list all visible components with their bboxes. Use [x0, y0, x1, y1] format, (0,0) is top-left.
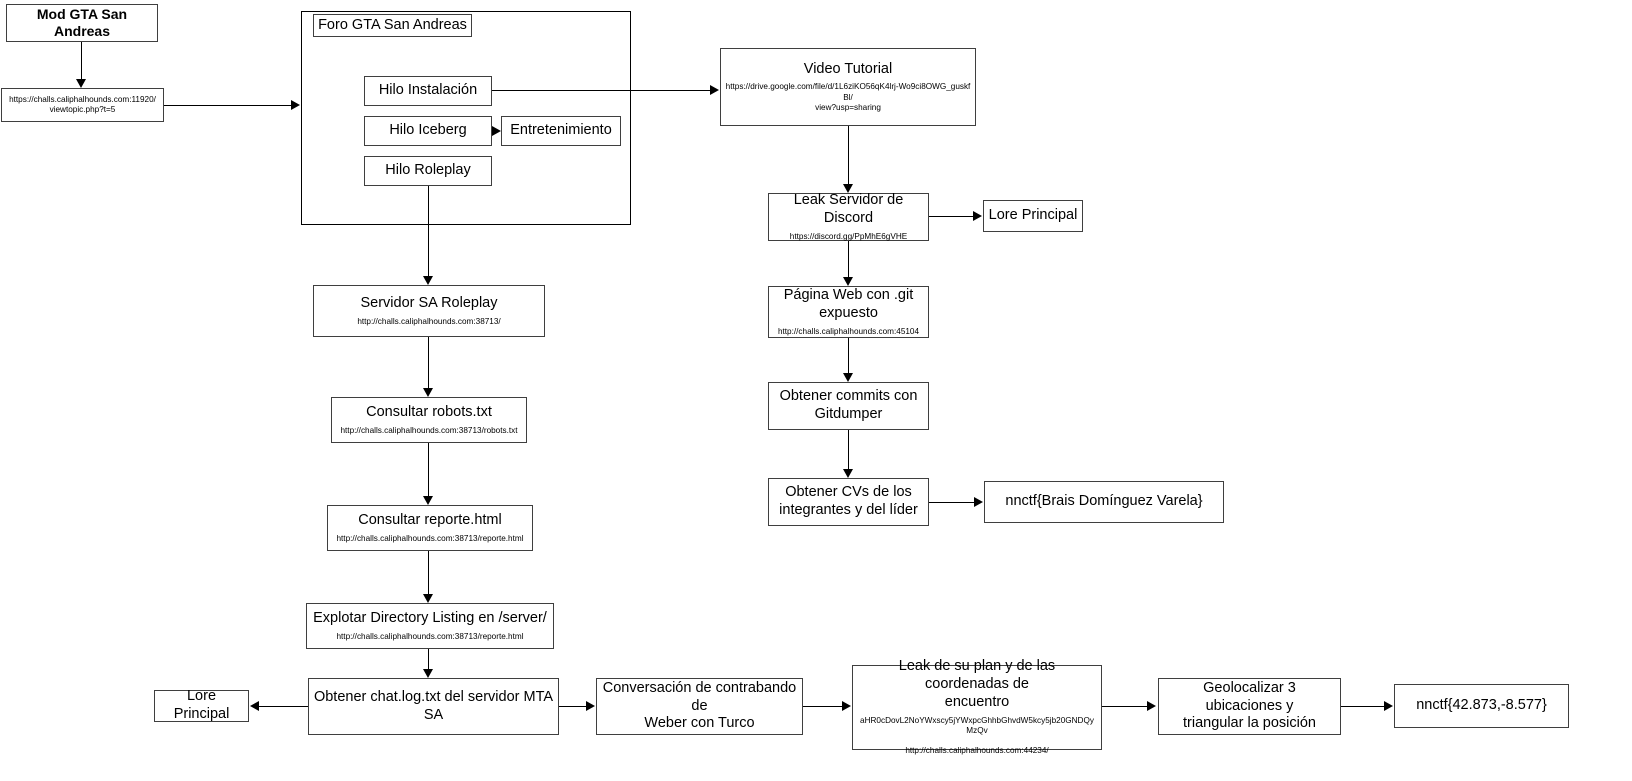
connector-video-to-discord [848, 126, 850, 186]
node-title: Video Tutorial [803, 60, 893, 77]
node-title: Foro GTA San Andreas [318, 16, 467, 33]
connector-servidor-to-robots [428, 337, 430, 389]
node-lore-principal-left[interactable]: Lore Principal [154, 688, 249, 722]
connector-cvs-to-flag [929, 502, 975, 504]
arrowhead-right [974, 497, 983, 507]
node-reporte-html[interactable]: Consultar reporte.html http://challs.cal… [327, 505, 533, 551]
node-title: Leak de su plan y de las coordenadas de … [898, 658, 1056, 710]
node-forum-url[interactable]: https://challs.caliphalhounds.com:11920/… [1, 88, 164, 122]
node-title: Página Web con .git expuesto [783, 287, 914, 321]
connector-mod-to-url [81, 42, 83, 80]
node-title: nnctf{Brais Domínguez Varela} [1005, 493, 1203, 510]
node-flag-brais[interactable]: nnctf{Brais Domínguez Varela} [984, 481, 1224, 523]
connector-instalacion-to-video [492, 90, 711, 92]
node-foro-gta[interactable]: Foro GTA San Andreas [313, 14, 472, 37]
connector-robots-to-reporte [428, 443, 430, 497]
node-mod-gta[interactable]: Mod GTA San Andreas [6, 4, 158, 42]
arrowhead-right [492, 126, 501, 136]
node-subtitle: https://discord.gg/PpMhE6gVHE [789, 231, 908, 241]
node-title: Hilo Instalación [378, 82, 478, 99]
arrowhead-down [843, 277, 853, 286]
connector-conversacion-to-leak [803, 706, 843, 708]
arrowhead-right [1147, 701, 1156, 711]
node-title: Explotar Directory Listing en /server/ [313, 610, 547, 627]
node-subtitle: https://challs.caliphalhounds.com:11920/… [9, 94, 156, 114]
node-leak-discord[interactable]: Leak Servidor de Discord https://discord… [768, 192, 929, 241]
arrowhead-down [843, 184, 853, 193]
node-conversacion[interactable]: Conversación de contrabando de Weber con… [596, 678, 803, 735]
connector-directory-to-chatlog [428, 649, 430, 670]
arrowhead-right [842, 701, 851, 711]
connector-git-to-gitdumper [848, 338, 850, 374]
connector-gitdumper-to-cvs [848, 430, 850, 470]
node-subtitle: http://challs.caliphalhounds.com:38713/r… [340, 425, 518, 435]
node-directory-listing[interactable]: Explotar Directory Listing en /server/ h… [306, 603, 554, 649]
node-robots-txt[interactable]: Consultar robots.txt http://challs.calip… [331, 397, 527, 443]
connector-discord-to-lore [929, 216, 974, 218]
connector-roleplay-to-servidor [428, 186, 430, 278]
arrowhead-right [710, 85, 719, 95]
node-title: Obtener commits con Gitdumper [779, 388, 918, 422]
connector-geolocalizar-to-flag [1341, 706, 1385, 708]
node-subtitle: http://challs.caliphalhounds.com:45104 [777, 326, 920, 336]
arrowhead-down [843, 373, 853, 382]
connector-chatlog-to-lore [259, 706, 309, 708]
node-hilo-roleplay[interactable]: Hilo Roleplay [364, 156, 492, 186]
node-chat-log[interactable]: Obtener chat.log.txt del servidor MTA SA [308, 678, 559, 735]
node-gitdumper[interactable]: Obtener commits con Gitdumper [768, 382, 929, 430]
node-hilo-instalacion[interactable]: Hilo Instalación [364, 76, 492, 106]
foro-group-container [301, 11, 631, 225]
arrowhead-right [291, 100, 300, 110]
node-title: Hilo Roleplay [385, 162, 471, 179]
node-title: Lore Principal [988, 207, 1078, 224]
arrowhead-right [586, 701, 595, 711]
node-hilo-iceberg[interactable]: Hilo Iceberg [364, 116, 492, 146]
node-title: Servidor SA Roleplay [360, 295, 498, 312]
node-lore-principal-right[interactable]: Lore Principal [983, 200, 1083, 232]
node-title: Obtener chat.log.txt del servidor MTA SA [313, 688, 554, 723]
arrowhead-down [423, 388, 433, 397]
arrowhead-left [250, 701, 259, 711]
node-title: Mod GTA San Andreas [36, 5, 128, 39]
node-title: Geolocalizar 3 ubicaciones y triangular … [1183, 679, 1316, 732]
connector-leak-to-geolocalizar [1102, 706, 1148, 708]
arrowhead-down [423, 669, 433, 678]
node-subtitle: http://challs.caliphalhounds.com:38713/ [357, 316, 501, 326]
node-entretenimiento[interactable]: Entretenimiento [501, 116, 621, 146]
node-title: Lore Principal [173, 688, 230, 722]
node-obtener-cvs[interactable]: Obtener CVs de los integrantes y del líd… [768, 478, 929, 526]
connector-reporte-to-directory [428, 551, 430, 595]
arrowhead-down [423, 594, 433, 603]
node-subtitle: aHR0cDovL2NoYWxscy5jYWxpcGhhbGhvdW5kcy5j… [860, 715, 1094, 756]
node-title: Entretenimiento [510, 122, 612, 139]
node-title: Consultar reporte.html [358, 512, 502, 529]
node-title: nnctf{42.873,-8.577} [1416, 697, 1547, 714]
node-leak-plan[interactable]: Leak de su plan y de las coordenadas de … [852, 658, 1102, 755]
node-title: Conversación de contrabando de Weber con… [602, 679, 797, 732]
node-geolocalizar[interactable]: Geolocalizar 3 ubicaciones y triangular … [1158, 678, 1341, 735]
connector-url-to-foro [164, 105, 292, 107]
arrowhead-down [76, 79, 86, 88]
connector-chatlog-to-conversacion [559, 706, 587, 708]
arrowhead-down [423, 496, 433, 505]
node-subtitle: https://drive.google.com/file/d/1L6ziKO5… [725, 82, 971, 112]
node-servidor-sa[interactable]: Servidor SA Roleplay http://challs.calip… [313, 285, 545, 337]
node-title: Hilo Iceberg [389, 122, 467, 139]
node-title: Leak Servidor de Discord [793, 192, 904, 226]
arrowhead-right [973, 211, 982, 221]
node-title: Consultar robots.txt [366, 404, 492, 421]
node-pagina-git[interactable]: Página Web con .git expuesto http://chal… [768, 286, 929, 338]
node-title: Obtener CVs de los integrantes y del líd… [779, 484, 918, 518]
node-flag-coords[interactable]: nnctf{42.873,-8.577} [1394, 684, 1569, 728]
node-video-tutorial[interactable]: Video Tutorial https://drive.google.com/… [720, 48, 976, 126]
connector-discord-to-git [848, 241, 850, 279]
arrowhead-down [423, 276, 433, 285]
arrowhead-down [843, 469, 853, 478]
node-subtitle: http://challs.caliphalhounds.com:38713/r… [336, 533, 524, 543]
node-subtitle: http://challs.caliphalhounds.com:38713/r… [336, 631, 524, 641]
arrowhead-right [1384, 701, 1393, 711]
